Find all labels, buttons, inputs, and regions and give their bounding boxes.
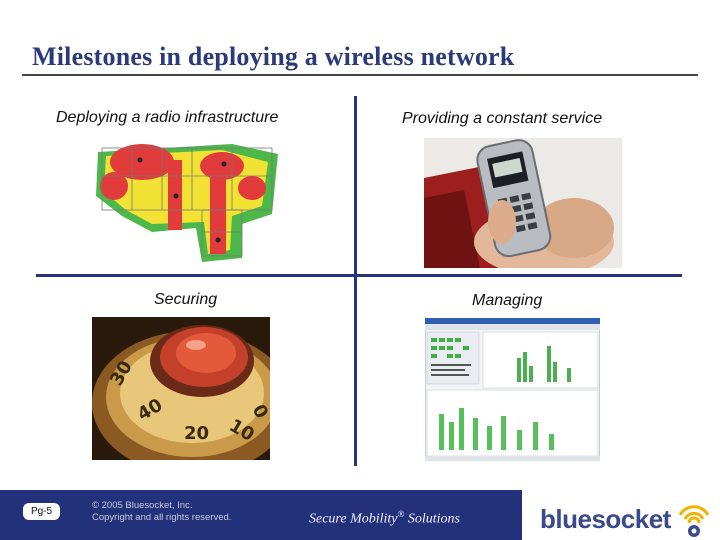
management-console-screenshot [425,318,600,461]
title-underline [22,74,698,76]
label-securing: Securing [154,291,218,308]
coverage-heatmap-image [92,136,284,266]
horizontal-divider [36,274,682,277]
page-number: Pg-5 [23,503,60,520]
bluesocket-logo: bluesocket [522,490,720,540]
wifi-waves-icon [678,505,710,537]
safe-dial-photo: 30 40 20 10 0 [92,317,270,460]
copyright-notice: © 2005 Bluesocket, Inc. Copyright and al… [92,500,231,524]
copyright-line-1: © 2005 Bluesocket, Inc. [92,500,193,511]
label-managing: Managing [472,292,543,309]
tagline-end: Solutions [404,511,460,527]
logo-wordmark: bluesocket [540,504,671,534]
registered-mark: ® [397,509,405,519]
tagline: Secure Mobility® Solutions [309,509,460,528]
label-providing-service: Providing a constant service [402,110,603,127]
slide-title: Milestones in deploying a wireless netwo… [32,42,515,71]
svg-text:20: 20 [184,423,209,444]
label-deploying: Deploying a radio infrastructure [56,109,279,126]
vertical-divider [354,96,357,466]
mobile-phone-photo [424,138,622,268]
tagline-main: Secure Mobility [309,511,398,527]
copyright-line-2: Copyright and all rights reserved. [92,512,232,523]
